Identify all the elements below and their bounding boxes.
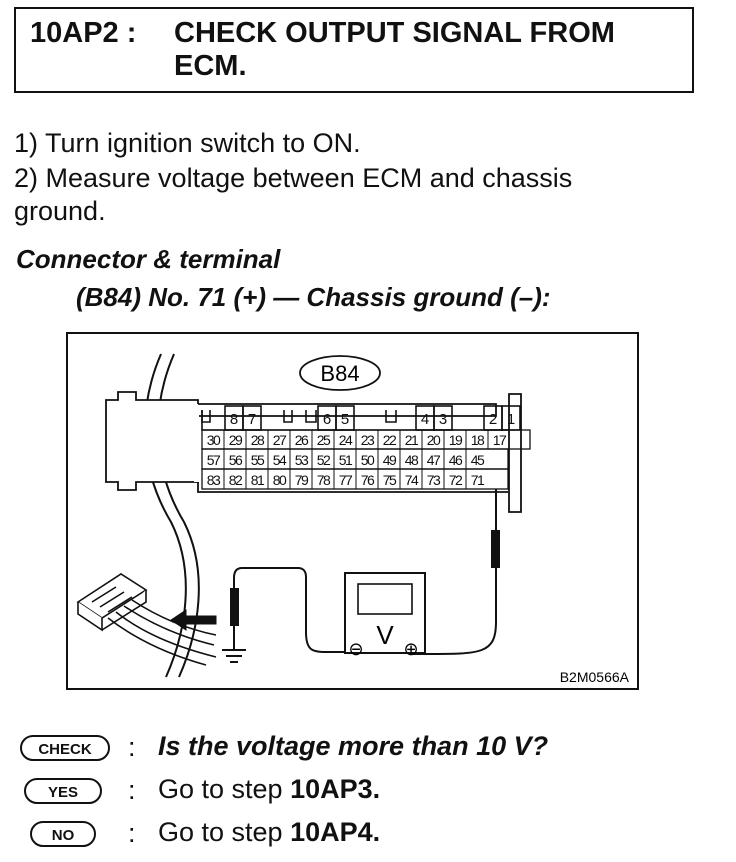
pin-74: 74 <box>405 472 419 488</box>
probe-minus <box>230 588 239 626</box>
pin-27: 27 <box>273 432 287 448</box>
pin-21: 21 <box>405 432 419 448</box>
no-separator: : <box>128 818 136 848</box>
pin-54: 54 <box>273 452 287 468</box>
pin-80: 80 <box>273 472 287 488</box>
pin-77: 77 <box>339 472 353 488</box>
pin-76: 76 <box>361 472 375 488</box>
pin-53: 53 <box>295 452 309 468</box>
pin-28: 28 <box>251 432 265 448</box>
yes-answer: Go to step 10AP3. <box>158 774 380 805</box>
harness-connector-icon <box>76 573 217 666</box>
step-header-box: 10AP2 : CHECK OUTPUT SIGNAL FROM ECM. <box>14 7 694 93</box>
yes-text: Go to step <box>158 774 291 804</box>
wiring-diagram: B84 8 7 6 5 4 3 2 1 30 29 28 27 26 25 24 23 22 21… <box>66 332 639 690</box>
pin-51: 51 <box>339 452 353 468</box>
yes-step: 10AP3. <box>290 774 381 804</box>
yes-badge: YES <box>24 778 102 804</box>
connector-spec: (B84) No. 71 (+) — Chassis ground (–): <box>76 282 551 312</box>
pin-8: 8 <box>230 411 238 428</box>
ground-symbol <box>222 649 246 663</box>
pin-55: 55 <box>251 452 265 468</box>
pin-7: 7 <box>248 411 256 428</box>
pin-50: 50 <box>361 452 375 468</box>
voltmeter-symbol: V <box>376 620 394 650</box>
figure-code: B2M0566A <box>560 669 630 685</box>
check-separator: : <box>128 732 136 762</box>
pin-2: 2 <box>489 411 497 428</box>
pin-30: 30 <box>207 432 221 448</box>
pin-49: 49 <box>383 452 397 468</box>
check-question: Is the voltage more than 10 V? <box>158 731 549 761</box>
pin-19: 19 <box>449 432 463 448</box>
connector-label-oval <box>299 355 381 391</box>
instruction-1: 1) Turn ignition switch to ON. <box>14 128 361 158</box>
probe-plus <box>491 530 500 568</box>
pin-48: 48 <box>405 452 419 468</box>
check-row: CHECK : Is the voltage more than 10 V? <box>10 730 730 766</box>
connector-heading: Connector & terminal <box>16 244 281 274</box>
pin-23: 23 <box>361 432 375 448</box>
pin-4: 4 <box>421 411 429 428</box>
pin-52: 52 <box>317 452 331 468</box>
no-text: Go to step <box>158 817 291 847</box>
pin-56: 56 <box>229 452 243 468</box>
pin-57: 57 <box>207 452 221 468</box>
pin-25: 25 <box>317 432 331 448</box>
step-code: 10AP2 : <box>30 17 137 49</box>
pin-20: 20 <box>427 432 441 448</box>
pin-79: 79 <box>295 472 309 488</box>
step-title-line2: ECM. <box>174 50 247 82</box>
pin-5: 5 <box>341 411 349 428</box>
pin-81: 81 <box>251 472 265 488</box>
instruction-2: 2) Measure voltage between ECM and chass… <box>14 163 573 193</box>
pin-24: 24 <box>339 432 353 448</box>
pin-75: 75 <box>383 472 397 488</box>
no-answer: Go to step 10AP4. <box>158 817 380 848</box>
yes-separator: : <box>128 775 136 805</box>
connector-label: B84 <box>320 361 359 386</box>
pin-83: 83 <box>207 472 221 488</box>
pin-45: 45 <box>471 452 485 468</box>
pin-46: 46 <box>449 452 463 468</box>
no-row: NO : Go to step 10AP4. <box>10 816 730 852</box>
pin-22: 22 <box>383 432 397 448</box>
pin-29: 29 <box>229 432 243 448</box>
pin-82: 82 <box>229 472 243 488</box>
pin-73: 73 <box>427 472 441 488</box>
no-step: 10AP4. <box>290 817 381 847</box>
insert-arrow-icon <box>170 609 217 631</box>
voltmeter-display <box>357 583 413 615</box>
pin-47: 47 <box>427 452 441 468</box>
pin-6: 6 <box>323 411 331 428</box>
pin-1: 1 <box>507 411 515 428</box>
yes-row: YES : Go to step 10AP3. <box>10 773 730 809</box>
voltmeter-plus: ⊕ <box>403 639 418 660</box>
pin-26: 26 <box>295 432 309 448</box>
pin-17: 17 <box>493 432 507 448</box>
pin-78: 78 <box>317 472 331 488</box>
pin-72: 72 <box>449 472 463 488</box>
pin-3: 3 <box>439 411 447 428</box>
step-title-line1: CHECK OUTPUT SIGNAL FROM <box>174 17 615 49</box>
connector-right-tab <box>508 393 522 513</box>
pin-71: 71 <box>471 472 485 488</box>
no-badge: NO <box>30 821 96 847</box>
voltmeter-minus: ⊖ <box>348 639 363 660</box>
instruction-2-cont: ground. <box>14 196 106 226</box>
step-title: CHECK OUTPUT SIGNAL FROM ECM. <box>174 17 674 83</box>
connector-left-body <box>105 391 199 491</box>
check-badge: CHECK <box>20 735 110 761</box>
pin-18: 18 <box>471 432 485 448</box>
